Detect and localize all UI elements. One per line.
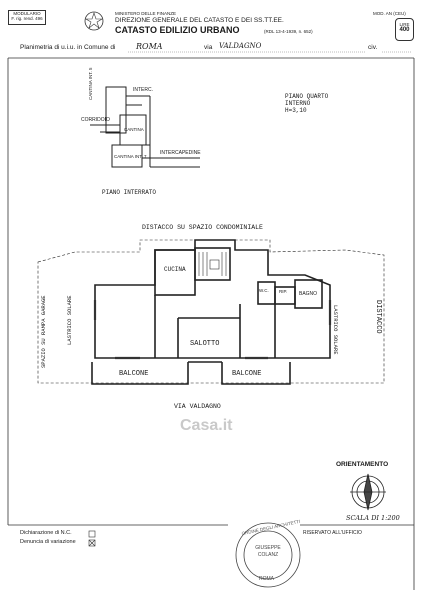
floor-info: PIANO QUARTO INTERNO H=3,10	[285, 93, 328, 114]
label-street: VIA VALDAGNO	[174, 403, 221, 410]
location-prefix: Planimetria di u.i.u. in Comune di	[20, 44, 116, 51]
location-via-value: VALDAGNO	[219, 42, 262, 50]
label-bagno: BAGNO	[299, 291, 318, 297]
lire-value: 400	[399, 27, 410, 33]
label-corridoio: CORRIDOIO	[81, 117, 110, 123]
form-code-box: MODULARIO F. rig. rend. 496	[8, 10, 46, 25]
lire-box: LIRE 400	[395, 18, 414, 41]
form-code-line2: F. rig. rend. 496	[11, 16, 43, 21]
label-spazio: SPAZIO SU RAMPA GARAGE	[40, 295, 47, 368]
label-rip: RIP.	[279, 289, 288, 294]
label-balcone-left: BALCONE	[119, 370, 149, 378]
label-piano-interrato: PIANO INTERRATO	[102, 189, 157, 196]
label-distacco-right: DISTACCO	[374, 300, 382, 334]
floor-info-line3: H=3,10	[285, 107, 307, 114]
location-comune: ROMA	[136, 42, 163, 51]
label-riservato: RISERVATO ALL'UFFICIO	[303, 530, 362, 536]
ministry-label: MINISTERO DELLE FINANZE	[115, 11, 177, 16]
label-wc: W.C.	[259, 288, 269, 293]
label-distacco-top: DISTACCO SU SPAZIO CONDOMINIALE	[142, 224, 263, 231]
location-civ-label: civ.	[368, 44, 378, 51]
floor-info-line2: INTERNO	[285, 100, 311, 107]
label-lastrico-right: LASTRICO SOLARE	[332, 305, 339, 355]
label-cantina: CANTINA	[124, 127, 144, 132]
compass-icon	[350, 473, 386, 511]
location-via-label: via	[204, 44, 213, 51]
document-title: CATASTO EDILIZIO URBANO	[115, 25, 240, 35]
drawing-frame	[7, 57, 415, 590]
watermark: Casa.it	[180, 417, 233, 434]
direction-label: DIREZIONE GENERALE DEL CATASTO E DEI SS.…	[115, 17, 284, 24]
basement-plan	[90, 86, 200, 168]
lire-label: LIRE	[399, 22, 410, 27]
scale-label: SCALA DI 1:200	[346, 514, 400, 522]
label-salotto: SALOTTO	[190, 340, 220, 348]
label-lastrico-left: LASTRICO SOLARE	[66, 295, 73, 345]
stamp-name: GIUSEPPE COLANZ	[255, 545, 281, 558]
label-cantina-int-left: CANTINA INT. 5	[88, 67, 93, 100]
floor-info-line1: PIANO QUARTO	[285, 93, 329, 100]
label-balcone-right: BALCONE	[232, 370, 262, 378]
architect-stamp-icon	[235, 522, 301, 588]
stair-icon	[198, 252, 227, 276]
label-dichiarazione: Dichiarazione di N.C.	[20, 530, 72, 536]
label-interc: INTERC.	[133, 87, 153, 93]
form-code-line1: MODULARIO	[13, 11, 41, 16]
label-cantina-int: CANTINA INT. 7	[114, 154, 147, 159]
mod-label: MOD. AN (CEU)	[373, 11, 406, 16]
orientation-label: ORIENTAMENTO	[336, 461, 389, 468]
label-cucina: CUCINA	[164, 266, 186, 273]
label-intercapedine: INTERCAPEDINE	[160, 150, 201, 156]
label-denuncia: Denuncia di variazione	[20, 539, 76, 545]
floor-plan	[37, 239, 385, 385]
law-reference: (RDL 13-4-1939, n. 652)	[264, 29, 313, 34]
stamp-city: ROMA	[259, 576, 274, 582]
